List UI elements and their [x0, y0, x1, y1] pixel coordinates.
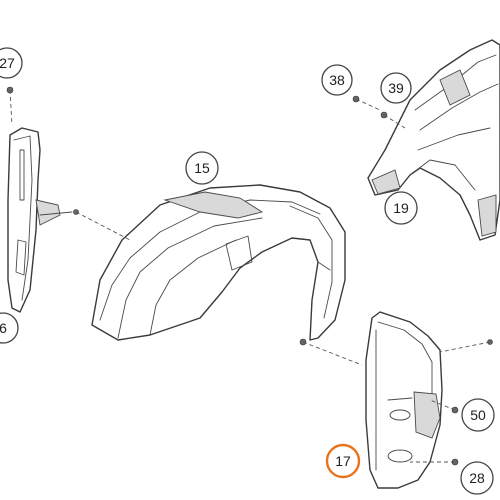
- callout-label: 39: [388, 80, 404, 96]
- callout-19[interactable]: 19: [384, 191, 418, 225]
- callout-label: 38: [329, 72, 345, 88]
- callout-label: 50: [470, 407, 486, 423]
- front-fender: [91, 184, 346, 341]
- right-fork-guard: [365, 311, 443, 489]
- callout-label: 15: [194, 160, 210, 176]
- callout-15[interactable]: 15: [185, 151, 219, 185]
- callout-6[interactable]: 6: [0, 312, 19, 344]
- callout-label: 28: [469, 470, 485, 486]
- callout-17[interactable]: 17: [325, 443, 361, 479]
- leader-lines: [9, 89, 491, 463]
- callout-28[interactable]: 28: [460, 461, 494, 495]
- left-fork-guard: [7, 127, 73, 313]
- callout-50[interactable]: 50: [461, 398, 495, 432]
- headlight-mask: [367, 39, 500, 241]
- callout-label: 19: [393, 200, 409, 216]
- callout-39[interactable]: 39: [380, 72, 412, 104]
- callout-label: 27: [0, 55, 15, 71]
- callout-27[interactable]: 27: [0, 47, 23, 79]
- callout-38[interactable]: 38: [321, 64, 353, 96]
- callout-label: 6: [0, 320, 7, 336]
- callout-label: 17: [335, 453, 351, 469]
